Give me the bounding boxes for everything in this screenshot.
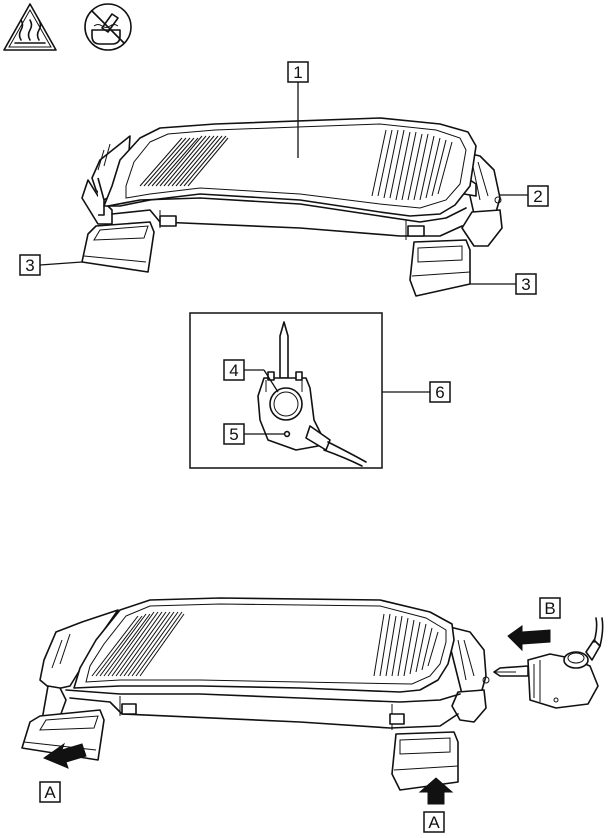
svg-text:6: 6: [435, 383, 444, 402]
callout-b: B: [539, 597, 561, 619]
temperature-dial: [269, 387, 303, 421]
svg-text:A: A: [428, 813, 440, 832]
grill-ribs-left: [139, 135, 229, 187]
callout-1: 1: [287, 61, 309, 83]
drip-tray-left: [81, 221, 155, 273]
grill-top-view: [81, 117, 503, 297]
svg-text:1: 1: [293, 63, 302, 82]
probe-detail-inset: [189, 312, 383, 469]
callout-3-left: 3: [19, 254, 41, 276]
temperature-probe-removed: [493, 617, 604, 709]
hot-surface-warning-icon: [3, 3, 57, 51]
assembly-ribs-right: [373, 613, 439, 677]
svg-text:B: B: [544, 599, 555, 618]
callout-a-right: A: [423, 811, 445, 833]
probe-removal-arrow: [507, 625, 551, 652]
assembly-ribs-left: [91, 611, 185, 677]
svg-text:A: A: [44, 783, 56, 802]
no-immersion-warning-icon: [84, 3, 132, 51]
svg-text:3: 3: [25, 256, 34, 275]
callout-2: 2: [527, 185, 549, 207]
svg-text:3: 3: [521, 275, 530, 294]
callout-a-left: A: [39, 781, 61, 803]
insert-arrow-right: [418, 777, 454, 805]
grill-ribs-right: [371, 129, 453, 201]
callout-4: 4: [223, 359, 245, 381]
indicator-light: [283, 430, 291, 438]
grill-assembly-view: [21, 597, 490, 791]
drip-tray-right: [409, 239, 471, 297]
assembly-drip-tray-right: [391, 731, 459, 791]
callout-5: 5: [223, 423, 245, 445]
svg-text:5: 5: [229, 425, 238, 444]
svg-text:2: 2: [533, 187, 542, 206]
svg-text:4: 4: [229, 361, 238, 380]
callout-6: 6: [429, 381, 451, 403]
callout-3-right: 3: [515, 273, 537, 295]
insert-arrow-left: [42, 742, 87, 769]
grill-plate: [103, 117, 477, 217]
